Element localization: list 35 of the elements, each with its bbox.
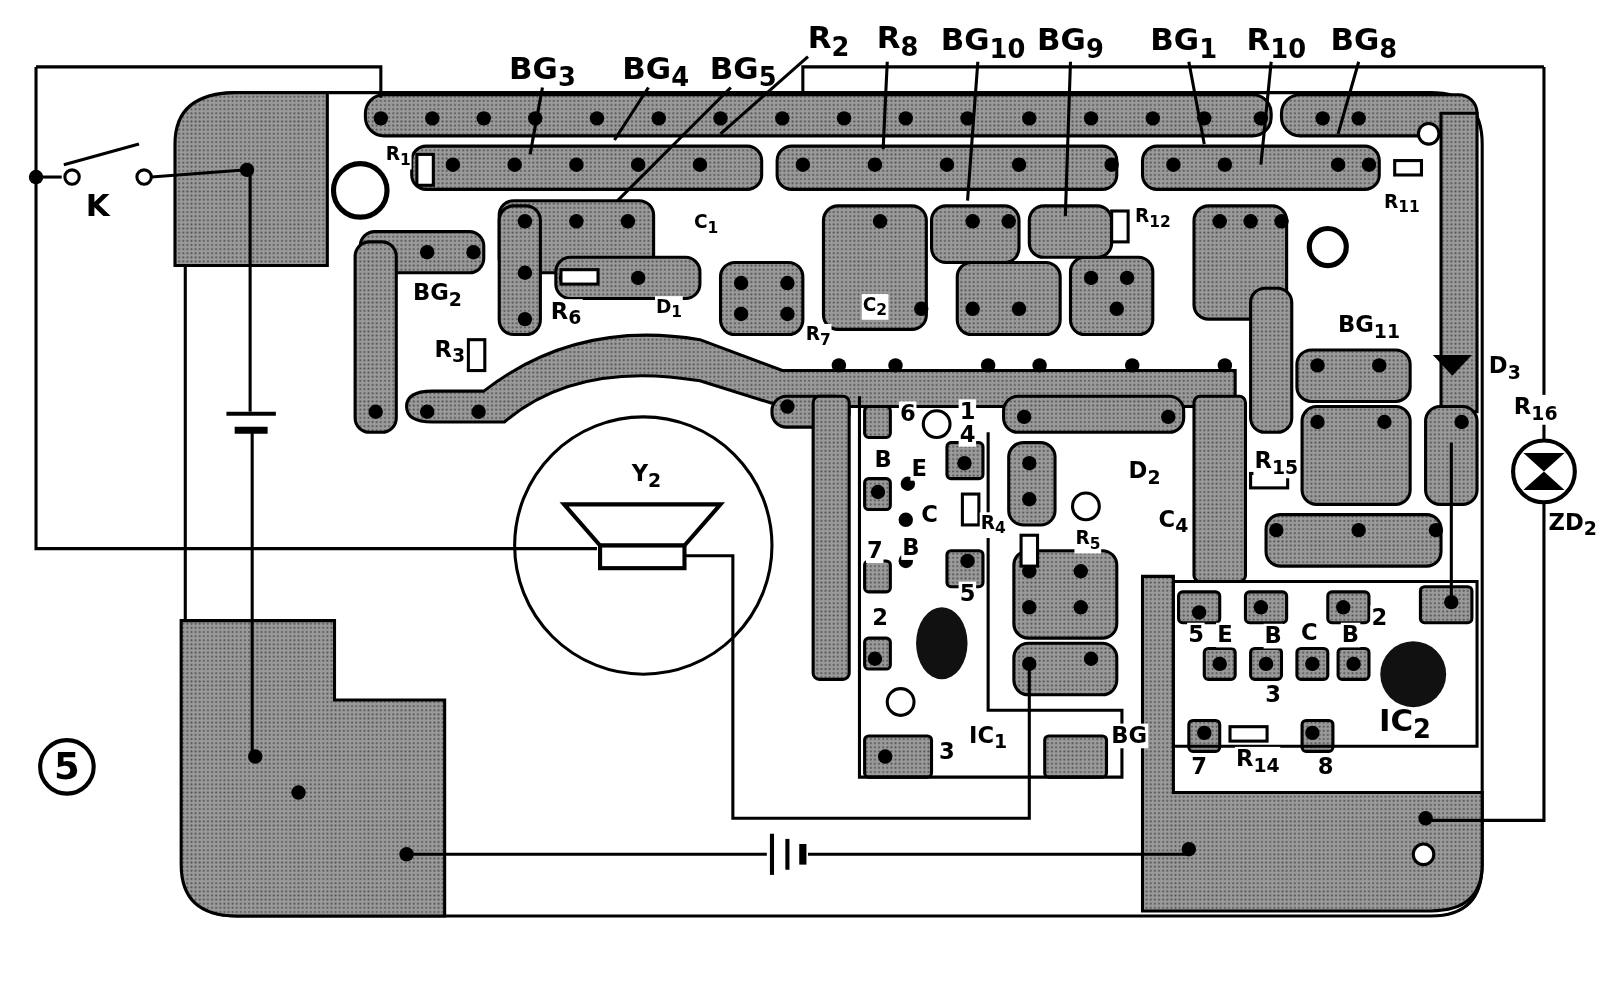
- figure-number: 5: [38, 738, 96, 796]
- part-label: R$_{10}$: [1245, 23, 1308, 63]
- part-label: BG$_{3}$: [508, 52, 577, 92]
- leader-line: [613, 86, 650, 141]
- leader-line: [966, 61, 980, 201]
- part-label: R$_{8}$: [875, 21, 920, 61]
- part-label: BG: [1110, 723, 1149, 749]
- pin-number: 7: [866, 538, 884, 564]
- part-label: R$_{16}$: [1512, 394, 1559, 425]
- leader-line: [1259, 61, 1273, 165]
- part-label: R$_{15}$: [1253, 448, 1300, 478]
- leader-line: [881, 61, 889, 150]
- part-label: BG$_{10}$: [939, 23, 1027, 63]
- part-label: K: [84, 189, 111, 223]
- part-label: C$_{2}$: [861, 294, 889, 320]
- part-label: B: [1263, 623, 1283, 649]
- pin-number: 4: [958, 422, 977, 447]
- leader-line: [528, 87, 544, 155]
- leader-line: [719, 55, 810, 135]
- part-label: R$_{1}$: [384, 143, 412, 170]
- part-label: R$_{2}$: [806, 21, 851, 61]
- part-label: BG$_{9}$: [1036, 23, 1105, 63]
- part-label: BG$_{5}$: [708, 52, 778, 92]
- part-label: BG$_{4}$: [621, 52, 691, 92]
- part-label: IC$_{2}$: [1377, 704, 1433, 744]
- part-label: R$_{5}$: [1074, 527, 1102, 554]
- part-label: B: [901, 535, 921, 560]
- leader-line: [1187, 61, 1206, 145]
- leader-line: [1336, 61, 1361, 135]
- leader-line: [616, 86, 732, 202]
- part-label: E: [910, 456, 928, 481]
- part-label: BG$_{1}$: [1149, 23, 1219, 63]
- part-label: BG$_{8}$: [1329, 23, 1399, 63]
- leader-line: [1063, 61, 1072, 217]
- part-label: R$_{4}$: [979, 512, 1007, 538]
